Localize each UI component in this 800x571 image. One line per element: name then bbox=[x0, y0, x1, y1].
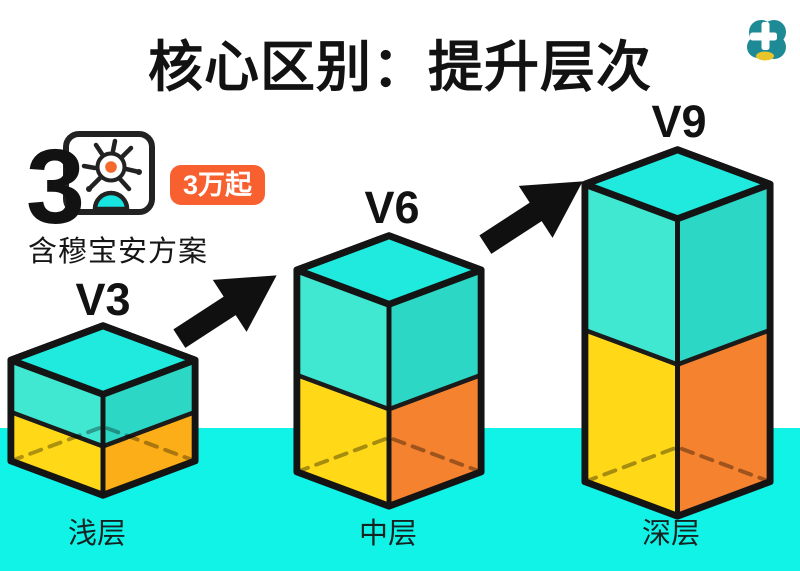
layer-box-v3 bbox=[7, 322, 199, 499]
promo-icon-frame bbox=[63, 131, 155, 215]
depth-label-middle: 中层 bbox=[358, 518, 417, 550]
arrow-up-right-icon bbox=[479, 181, 583, 254]
version-label-v3: V3 bbox=[75, 274, 131, 325]
layer-box-v6 bbox=[293, 232, 485, 510]
depth-label-deep: 深层 bbox=[641, 518, 700, 550]
price-badge: 3万起 bbox=[170, 165, 265, 205]
layer-box-v9 bbox=[581, 146, 774, 520]
clover-logo-icon bbox=[747, 20, 786, 61]
promo-caption: 含穆宝安方案 bbox=[28, 236, 209, 268]
depth-label-shallow: 浅层 bbox=[67, 518, 126, 550]
version-label-v9: V9 bbox=[651, 96, 707, 147]
starburst-person-icon bbox=[81, 138, 142, 209]
version-label-v6: V6 bbox=[364, 182, 420, 233]
promo-number: 3 bbox=[26, 128, 85, 246]
arrow-up-right-icon bbox=[173, 275, 277, 348]
page-title: 核心区别：提升层次 bbox=[147, 36, 652, 98]
